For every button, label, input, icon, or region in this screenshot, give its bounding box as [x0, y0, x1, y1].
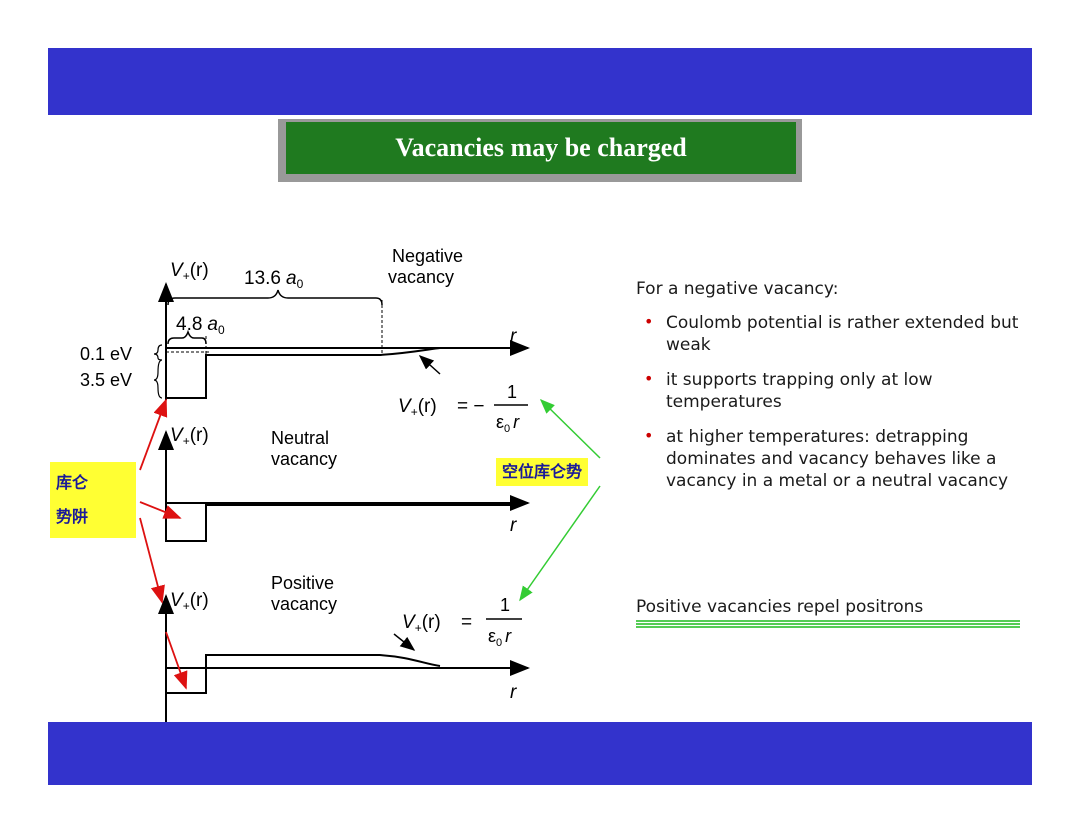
brace-energy-upper: [153, 344, 163, 361]
intro-text: For a negative vacancy:: [636, 279, 839, 299]
pos-potential-curve: [165, 654, 441, 694]
pos-vacancy-label-2: vacancy: [271, 594, 337, 614]
neg-vacancy-label-1: Negative: [392, 246, 463, 266]
explanation-text: For a negative vacancy: •Coulomb potenti…: [636, 278, 1036, 505]
pos-eq-v: V+(r): [402, 612, 441, 635]
neg-eq-v: V+(r): [398, 396, 437, 419]
pos-tail-pointer: [393, 633, 416, 651]
green-arrow-down: [519, 485, 601, 602]
neg-r-label: r: [510, 326, 517, 347]
neg-tail-pointer: [418, 354, 441, 375]
neg-eq-equals: = −: [457, 396, 484, 417]
bullet-item: •Coulomb potential is rather extended bu…: [644, 312, 1019, 355]
vacancy-coulomb-tag: 空位库仑势: [496, 458, 589, 486]
energy-lower-label: 3.5 eV: [80, 370, 132, 390]
neu-v-label: V+(r): [170, 425, 209, 448]
coulomb-well-tag-line1: 库仑: [56, 473, 89, 492]
neu-r-label: r: [510, 515, 517, 536]
bullet-dot-icon: •: [644, 312, 654, 331]
neutral-vacancy-panel: V+(r) Neutral vacancy r: [158, 425, 530, 542]
neg-v-label: V+(r): [170, 260, 209, 283]
bullet-dot-icon: •: [644, 369, 654, 388]
bottom-band: [48, 722, 1032, 785]
neg-potential-curve: [165, 347, 441, 399]
red-arrow-pos: [139, 517, 165, 604]
energy-upper-label: 0.1 eV: [80, 344, 132, 364]
brace-13-6: [167, 289, 383, 306]
green-arrow-up: [539, 398, 601, 459]
pos-v-label: V+(r): [170, 590, 209, 613]
coulomb-arrows: [519, 398, 601, 602]
pos-eq-numerator: 1: [500, 595, 510, 615]
title-box: Vacancies may be charged: [286, 122, 796, 174]
neg-eq-numerator: 1: [507, 382, 517, 402]
bullet-item: •at higher temperatures: detrapping domi…: [644, 426, 1009, 491]
red-arrow-neg: [139, 398, 168, 471]
coulomb-well-tag: 库仑 势阱: [50, 462, 136, 538]
bullet-item: •it supports trapping only at low temper…: [644, 369, 933, 412]
slide-title: Vacancies may be charged: [395, 133, 687, 162]
neg-vacancy-label-2: vacancy: [388, 267, 454, 287]
conclusion-text: Positive vacancies repel positrons: [636, 597, 924, 617]
brace-energy-lower: [153, 359, 163, 399]
pos-r-label: r: [510, 682, 517, 703]
pos-eq-equals: =: [461, 612, 472, 633]
bullet-dot-icon: •: [644, 426, 654, 445]
well-arrows: [139, 398, 188, 690]
brace-4-8: [167, 329, 207, 345]
red-arrow-pos-well: [165, 631, 188, 690]
vacancy-coulomb-tag-text: 空位库仑势: [502, 462, 583, 481]
top-band: [48, 48, 1032, 115]
neu-vacancy-label-1: Neutral: [271, 428, 329, 448]
bullet-list: •Coulomb potential is rather extended bu…: [636, 312, 1036, 492]
neu-vacancy-label-2: vacancy: [271, 449, 337, 469]
red-arrow-neu: [139, 501, 182, 519]
coulomb-well-tag-line2: 势阱: [56, 507, 89, 526]
conclusion-underline: [636, 620, 1020, 628]
neu-potential-curve: [165, 504, 520, 542]
pos-vacancy-label-1: Positive: [271, 573, 334, 593]
